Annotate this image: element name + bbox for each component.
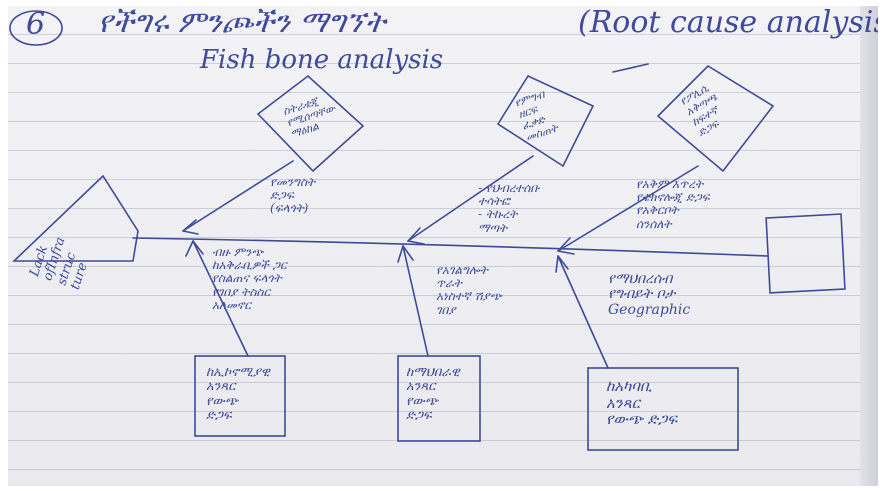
fish-head — [12, 174, 139, 262]
note-line: ማጣት — [478, 220, 508, 235]
note-line: የማህበረሰብ — [608, 271, 673, 287]
bottom-box-2 — [397, 355, 481, 442]
top-bone-1 — [182, 160, 294, 232]
note-line: ብዙ ምንጭ — [212, 245, 264, 259]
note-line: Geographic — [608, 301, 691, 318]
top-bone-3 — [557, 165, 699, 252]
top-box-2 — [496, 74, 595, 168]
bottom-box-2-label: ከማህበራዊ አንጻር የውጭ ድጋፍ — [406, 365, 460, 423]
note-line: (ፍላጎት) — [270, 201, 309, 216]
arrowhead — [407, 227, 425, 245]
note-line: የገበያ ትስስር — [212, 284, 271, 299]
note-line: ጥራት — [436, 276, 462, 291]
arrowhead — [185, 240, 204, 257]
top-box-3 — [656, 64, 775, 173]
note-line: የመንግስት — [270, 175, 316, 189]
box-line: ከማህበራዊ — [406, 365, 460, 380]
top-note-1: የመንግስት ድጋፍ (ፍላጎት) — [270, 175, 316, 216]
bottom-box-1-label: ከኢኮኖሚያዊ አንጻር የውጭ ድጋፍ — [206, 365, 270, 423]
bottom-box-3-label: ከአካባቢ አንጻር የውጭ ድጋፍ — [606, 378, 677, 428]
page-title: የችግሩ ምንጮችን ማግኘት — [98, 6, 386, 40]
bottom-box-1 — [194, 355, 286, 437]
bottom-bone-1 — [192, 240, 249, 357]
note-line: የስልጠና ፍላጎት — [212, 271, 282, 286]
note-line: የግብይት ቦታ — [608, 286, 676, 303]
bottom-bone-2 — [402, 245, 429, 357]
note-line: ገበያ — [436, 302, 456, 317]
arrowhead — [555, 255, 569, 273]
top-box-1 — [256, 74, 365, 173]
number-circle — [9, 10, 63, 46]
box-line: የውጭ — [206, 393, 238, 409]
box-line: ድጋፍ — [406, 407, 432, 423]
box-line: ከኢኮኖሚያዊ — [206, 365, 270, 380]
top-bone-2 — [407, 155, 534, 242]
note-line: የአቅርቦት — [636, 203, 679, 218]
page-title-english: (Root cause analysis — [578, 6, 878, 40]
box-line: አንጻር — [406, 379, 436, 395]
box-line: የውጭ ድጋፍ — [606, 410, 678, 428]
note-line: - የህብረተሰቡ — [478, 181, 540, 195]
box-line: ድጋፍ — [206, 407, 232, 423]
note-line: አለመኖር — [212, 297, 252, 312]
notebook-photo: 6 የችግሩ ምንጮችን ማግኘት (Root cause analysis F… — [8, 6, 878, 486]
note-line: - ትኩረት — [478, 207, 518, 222]
fishbone-diagram — [9, 10, 846, 451]
page-subtitle: Fish bone analysis — [200, 45, 444, 75]
tail-box — [765, 213, 846, 294]
note-line: ድጋፍ — [270, 188, 294, 203]
arrowhead — [397, 245, 414, 263]
note-line: የቴክኖሎጂ ድጋፍ — [636, 190, 710, 205]
top-note-3: የአቅም እጥረት የቴክኖሎጂ ድጋፍ የአቅርቦት ሰንሰለት — [636, 177, 710, 231]
note-line: ተሳትፎ — [478, 194, 510, 209]
spine — [132, 237, 769, 257]
arrowhead — [557, 237, 575, 255]
note-line: ሰንሰለት — [636, 216, 672, 231]
note-line: አነስተኛ ሽያጭ — [436, 289, 502, 304]
box-line: አንጻር — [206, 379, 236, 395]
bottom-bone-3 — [557, 255, 609, 369]
box-line: ከአካባቢ — [606, 377, 652, 395]
item-number: 6 — [26, 7, 46, 42]
bottom-note-2: የአገልግሎት ጥራት አነስተኛ ሽያጭ ገበያ — [436, 263, 502, 317]
top-note-2: - የህብረተሰቡ ተሳትፎ - ትኩረት ማጣት — [478, 181, 540, 235]
bottom-note-1: ብዙ ምንጭ ከአቅራቢዎች ጋር የስልጠና ፍላጎት የገበያ ትስስር አ… — [212, 245, 287, 312]
box-line: አንጻር — [606, 393, 640, 412]
bottom-note-3: የማህበረሰብ የግብይት ቦታ Geographic — [608, 271, 691, 318]
arrowhead — [182, 219, 199, 235]
note-line: የአቅም እጥረት — [636, 177, 704, 191]
note-line: ከአቅራቢዎች ጋር — [212, 258, 287, 273]
stroke — [612, 63, 649, 73]
page-fold — [860, 6, 878, 486]
box-line: የውጭ — [406, 393, 438, 409]
bottom-box-3 — [587, 367, 739, 451]
note-line: የአገልግሎት — [436, 263, 488, 277]
